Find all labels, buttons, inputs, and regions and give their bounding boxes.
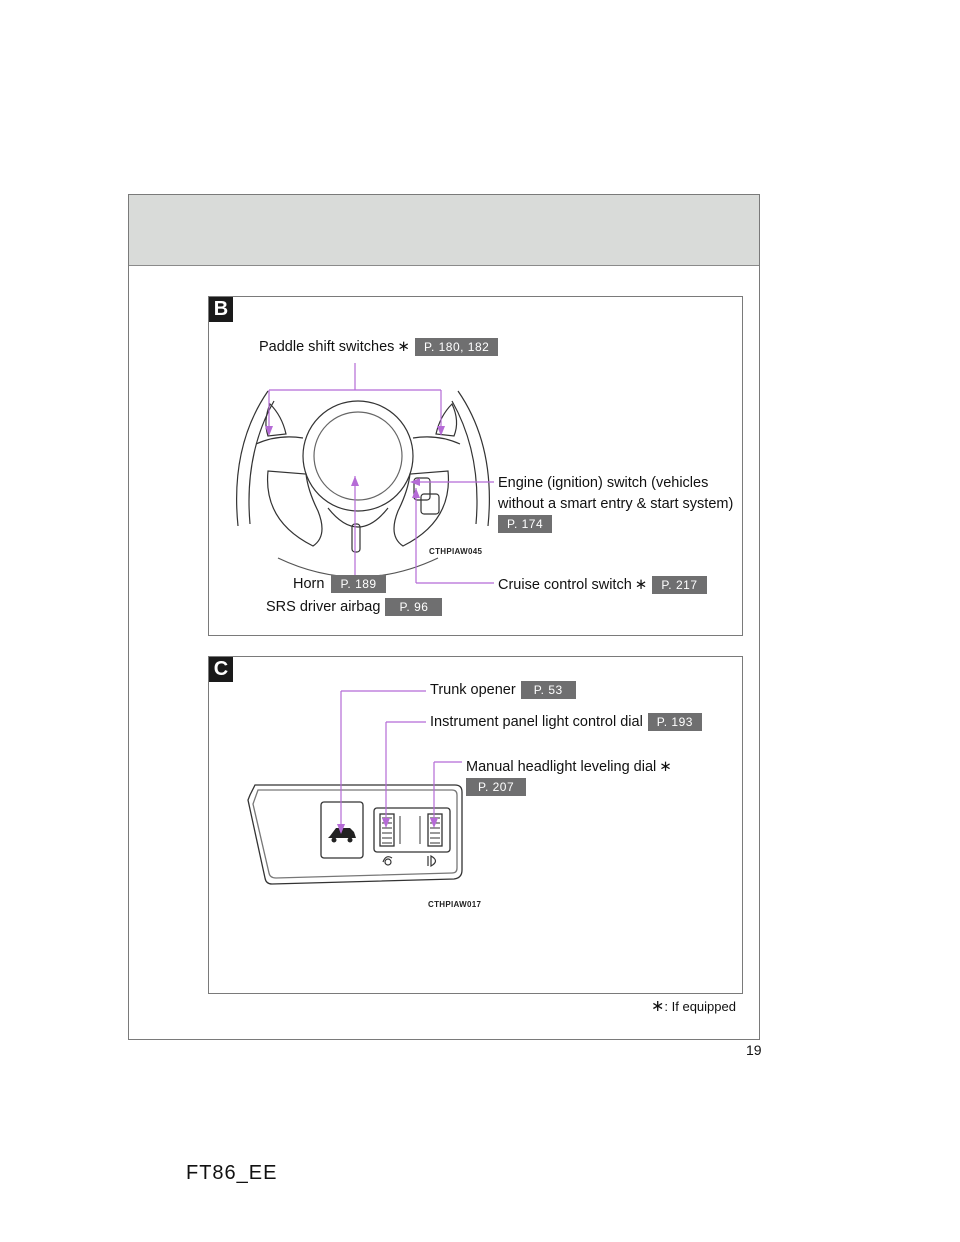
- cruise-control-label: Cruise control switch∗P. 217: [498, 575, 707, 595]
- if-equipped-text: : If equipped: [664, 999, 736, 1014]
- leveling-dial-text: Manual headlight leveling dial: [466, 759, 657, 775]
- equipped-asterisk: ∗: [651, 998, 665, 1015]
- horn-text: Horn: [293, 575, 325, 592]
- page-number: 19: [746, 1042, 762, 1058]
- paddle-shift-page-tag[interactable]: P. 180, 182: [414, 338, 499, 357]
- engine-switch-label-line1: Engine (ignition) switch (vehicles: [498, 475, 709, 491]
- page-frame: [128, 194, 760, 1040]
- paddle-shift-text: Paddle shift switches: [259, 339, 395, 355]
- frame-header-band: [129, 195, 759, 266]
- airbag-page-tag[interactable]: P. 96: [385, 598, 443, 616]
- illustration-code-b: CTHPIAW045: [429, 547, 483, 556]
- trunk-opener-text: Trunk opener: [430, 681, 516, 698]
- panel-c: [208, 656, 743, 994]
- engine-switch-label-line2: without a smart entry & start system): [498, 496, 734, 512]
- paddle-shift-label: Paddle shift switches∗P. 180, 182: [259, 337, 499, 357]
- engine-switch-page-tag[interactable]: P. 174: [498, 515, 553, 533]
- cruise-control-text: Cruise control switch: [498, 577, 632, 593]
- steering-wheel-illustration: [236, 390, 490, 578]
- equipped-asterisk: ∗: [397, 338, 410, 355]
- leveling-dial-page-tag[interactable]: P. 207: [466, 778, 527, 796]
- equipped-asterisk: ∗: [634, 576, 648, 593]
- dial-page-tag[interactable]: P. 193: [647, 713, 702, 731]
- footer-code: FT86_EE: [186, 1162, 278, 1184]
- airbag-text: SRS driver airbag: [266, 598, 381, 615]
- panel-c-tag: C: [209, 657, 233, 682]
- horn-page-tag[interactable]: P. 189: [331, 575, 386, 593]
- panel-b-tag: B: [209, 297, 233, 322]
- horn-label: Horn P. 189: [293, 575, 386, 593]
- if-equipped-note: ∗: If equipped: [651, 996, 736, 1016]
- leveling-dial-label: Manual headlight leveling dial∗: [466, 757, 672, 775]
- illustration-code-c: CTHPIAW017: [428, 900, 482, 909]
- cruise-control-page-tag[interactable]: P. 217: [652, 576, 707, 595]
- trunk-opener-page-tag[interactable]: P. 53: [520, 681, 576, 699]
- equipped-asterisk: ∗: [659, 758, 672, 775]
- dial-text: Instrument panel light control dial: [430, 713, 643, 730]
